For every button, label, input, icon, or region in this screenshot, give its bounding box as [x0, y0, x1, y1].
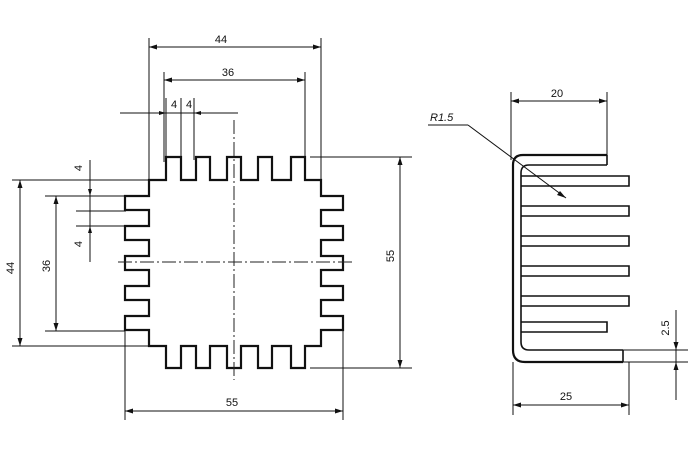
dim-36-top-arrow-left: [164, 77, 172, 83]
dim-4-left-arrow-2: [88, 226, 92, 233]
dim-4-left-label-b: 4: [73, 241, 85, 247]
side-fin-4: [521, 265, 630, 277]
side-fins: [521, 175, 630, 333]
dim-4-top-label-a: 4: [171, 99, 177, 111]
radius-leader-diagonal: [467, 124, 567, 199]
radius-leader-arrow: [557, 191, 566, 198]
side-fin-2: [521, 205, 630, 217]
dim-55-right-arrow-top: [397, 157, 403, 165]
dim-44-left-arrow-bottom: [17, 338, 23, 346]
dim-25-arrow-right: [621, 402, 629, 408]
dim-25-arrow-left: [513, 402, 521, 408]
dim-25-label: 25: [560, 391, 572, 403]
dim-44-top-arrow-left: [149, 44, 157, 50]
dim-36-left-arrow-bottom: [53, 323, 59, 331]
dim-2-5-arrow-bottom: [673, 362, 679, 370]
dim-36-left-label: 36: [41, 260, 53, 272]
side-fin-3: [521, 235, 630, 247]
dim-36-left-arrow-top: [53, 196, 59, 204]
dim-55-bottom-arrow-left: [125, 408, 133, 414]
radius-label: R1.5: [430, 112, 454, 124]
dim-55-right-arrow-bottom: [397, 360, 403, 368]
front-view: 44 36 4 4 44 36: [5, 34, 412, 420]
side-fin-6: [521, 321, 608, 333]
dim-55-bottom-arrow-right: [335, 408, 343, 414]
dim-4-top-label-b: 4: [186, 99, 192, 111]
dim-4-left-label-a: 4: [73, 165, 85, 171]
side-view: R1.5 20 25 2.5: [428, 88, 688, 415]
dim-44-left-arrow-top: [17, 180, 23, 188]
dim-44-top-label: 44: [215, 34, 227, 46]
dim-44-top-arrow-right: [313, 44, 321, 50]
dim-2-5-label: 2.5: [660, 320, 672, 335]
dim-55-bottom-label: 55: [226, 397, 238, 409]
heatsink-front-outline: [123, 155, 345, 370]
side-base-inner: [520, 164, 623, 351]
dim-20-arrow-right: [599, 98, 607, 104]
dim-36-top-arrow-right: [297, 77, 305, 83]
dim-44-left-label: 44: [5, 262, 17, 274]
dim-4-top-arrow-2: [194, 111, 201, 115]
side-fin-5: [521, 295, 630, 307]
dim-20-arrow-left: [511, 98, 519, 104]
dim-36-top-label: 36: [222, 67, 234, 79]
side-base-outer: [511, 153, 623, 364]
dim-4-left-arrow-1: [88, 189, 92, 196]
dim-20-label: 20: [551, 88, 563, 100]
dim-4-top-arrow-1: [159, 111, 166, 115]
dim-55-right-label: 55: [385, 250, 397, 262]
dim-2-5-arrow-top: [673, 342, 679, 350]
side-fin-1: [521, 175, 630, 187]
